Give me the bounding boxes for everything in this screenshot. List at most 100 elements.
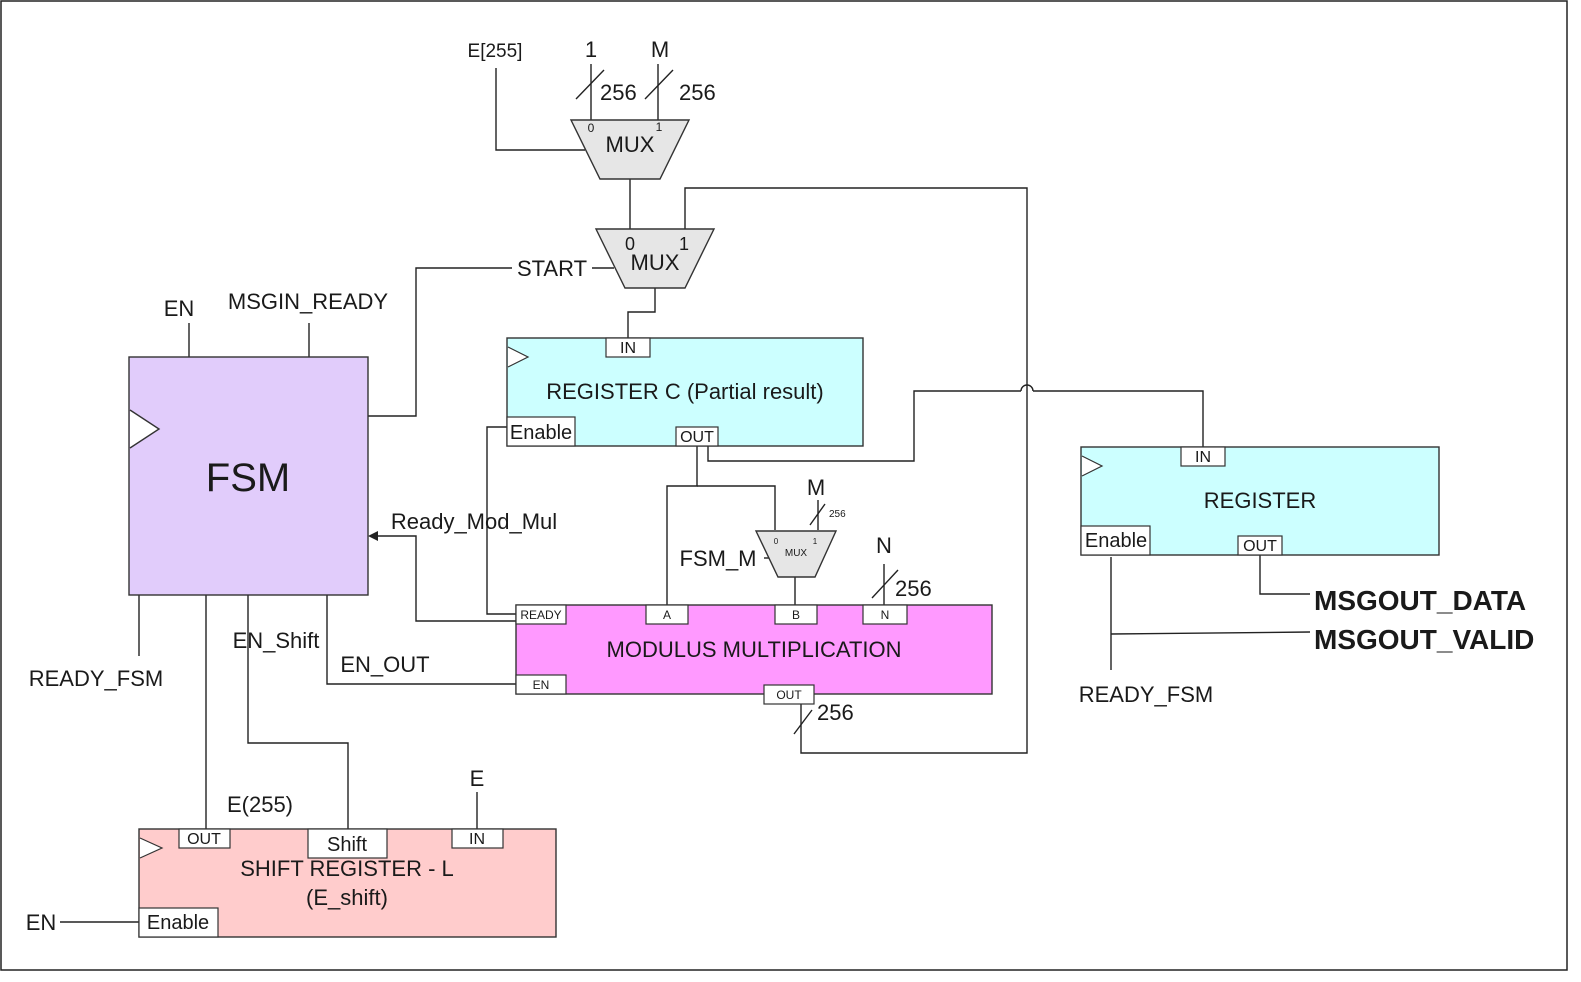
mux-top: MUX 0 1 E[255] 1 M 256 256 <box>468 37 716 180</box>
wires <box>60 64 1311 923</box>
mux-small-m-label: M <box>807 475 825 500</box>
wire-start-a <box>368 267 512 417</box>
modmul-n-label: N <box>881 608 890 622</box>
shift-register-block: SHIFT REGISTER - L (E_shift) OUT Shift I… <box>26 766 557 938</box>
modmul-out-width-label: 256 <box>817 700 854 725</box>
register-c-in-label: IN <box>620 340 636 357</box>
input-m-label: M <box>651 37 669 62</box>
fsm-label: FSM <box>206 456 290 500</box>
shift-register-enable-port <box>138 907 219 938</box>
shift-register-shift-port <box>307 828 388 859</box>
shift-register-out-label: OUT <box>187 831 221 848</box>
mux-mid-port1: 1 <box>679 234 689 254</box>
wire-ready-mod-mul <box>376 535 516 622</box>
modmul-a-port <box>645 604 689 625</box>
wire-regc-to-register-a <box>707 390 1021 462</box>
fsm-block: FSM EN MSGIN_READY READY_FSM EN_Shift EN… <box>29 289 557 691</box>
modmul-b-label: B <box>792 608 800 622</box>
wire-e255 <box>495 68 585 151</box>
bus-slash-m <box>644 69 674 100</box>
mux-small-label: MUX <box>785 548 808 559</box>
mux-small-width-label: 256 <box>829 509 846 520</box>
wire-regc-to-a <box>666 446 698 605</box>
mux-mid: MUX 0 1 START <box>517 228 716 289</box>
register-c-enable-port <box>506 416 576 447</box>
mux-small-port0: 0 <box>774 537 779 546</box>
register-enable-label: Enable <box>1085 530 1147 552</box>
mux-mid-port0: 0 <box>625 234 635 254</box>
register-block: REGISTER IN OUT Enable MSGOUT_DATA MSGOU… <box>1079 446 1534 707</box>
fsm-msgin-ready-label: MSGIN_READY <box>228 289 388 314</box>
register-c-enable-label: Enable <box>510 422 572 444</box>
wire-mux-mid-out <box>627 288 656 339</box>
fsm-en-shift-label: EN_Shift <box>233 628 320 653</box>
modmul-b-port <box>774 604 818 625</box>
start-label: START <box>517 256 587 281</box>
modmul-n-width-label: 256 <box>895 576 932 601</box>
modmul-ready-port <box>515 604 567 625</box>
shift-register-out-port <box>178 828 231 849</box>
register-clock-icon <box>1081 455 1104 477</box>
modmul-out-label: OUT <box>776 688 802 702</box>
register-c-block: REGISTER C (Partial result) IN OUT Enabl… <box>506 337 864 447</box>
mux-top-port1: 1 <box>656 120 663 134</box>
fsm-ready-fsm-label: READY_FSM <box>29 666 163 691</box>
arrow-ready-mod-mul <box>368 531 378 541</box>
msgout-data-label: MSGOUT_DATA <box>1314 585 1526 616</box>
bus-slash-n <box>871 569 899 599</box>
mux-mid-label: MUX <box>631 250 680 275</box>
modmul-en-port <box>515 674 567 695</box>
wire-msgout-valid <box>1110 631 1311 635</box>
modmul-ready-label: READY <box>520 608 561 622</box>
fsm-en-out-label: EN_OUT <box>340 652 429 677</box>
modmul-out-port <box>763 684 815 705</box>
fsm-clock-icon <box>129 409 161 449</box>
shift-register-e-label: E <box>470 766 485 791</box>
width-one-label: 256 <box>600 80 637 105</box>
input-one-label: 1 <box>585 37 597 62</box>
modmul-body <box>515 604 993 695</box>
register-in-label: IN <box>1195 449 1211 466</box>
ready-mod-mul-label: Ready_Mod_Mul <box>391 509 557 534</box>
wire-en-out <box>326 595 516 685</box>
register-c-title: REGISTER C (Partial result) <box>546 379 824 404</box>
shift-register-title-2: (E_shift) <box>306 885 388 910</box>
shift-register-clock-icon <box>139 837 164 859</box>
modmul-title: MODULUS MULTIPLICATION <box>607 637 902 662</box>
shift-register-enable-label: Enable <box>147 912 209 934</box>
wire-regc-to-register-b <box>1033 390 1204 447</box>
fsm-body <box>128 356 369 596</box>
shift-register-in-label: IN <box>469 831 485 848</box>
modmul-n-input-label: N <box>876 533 892 558</box>
bus-slash-small-m <box>809 503 826 526</box>
register-in-port <box>1180 446 1226 467</box>
register-title: REGISTER <box>1204 488 1316 513</box>
wire-hop <box>1020 384 1034 392</box>
msgout-valid-label: MSGOUT_VALID <box>1314 624 1534 655</box>
mux-small-body <box>754 530 838 578</box>
wire-regc-to-mux <box>697 485 776 530</box>
modmul-a-label: A <box>663 608 671 622</box>
register-ready-fsm-label: READY_FSM <box>1079 682 1213 707</box>
mux-small-port1: 1 <box>813 537 818 546</box>
mux-top-label: MUX <box>606 132 655 157</box>
shift-register-shift-label: Shift <box>327 834 367 856</box>
input-e255-label: E[255] <box>468 41 523 62</box>
register-enable-port <box>1080 525 1151 556</box>
shift-register-e255-label: E(255) <box>227 792 293 817</box>
modmul-en-label: EN <box>533 678 550 692</box>
bus-slash-out <box>793 709 813 735</box>
mux-mid-body <box>594 228 716 289</box>
register-out-port <box>1237 535 1283 556</box>
wire-en-shift <box>247 595 349 829</box>
wire-regc-enable <box>486 426 516 615</box>
register-c-clock-icon <box>507 346 530 368</box>
shift-register-in-port <box>451 828 504 849</box>
mux-top-body <box>569 119 691 180</box>
width-m-label: 256 <box>679 80 716 105</box>
bus-slash-one <box>575 69 605 100</box>
fsm-en-label: EN <box>164 296 195 321</box>
register-c-out-port <box>675 426 719 447</box>
